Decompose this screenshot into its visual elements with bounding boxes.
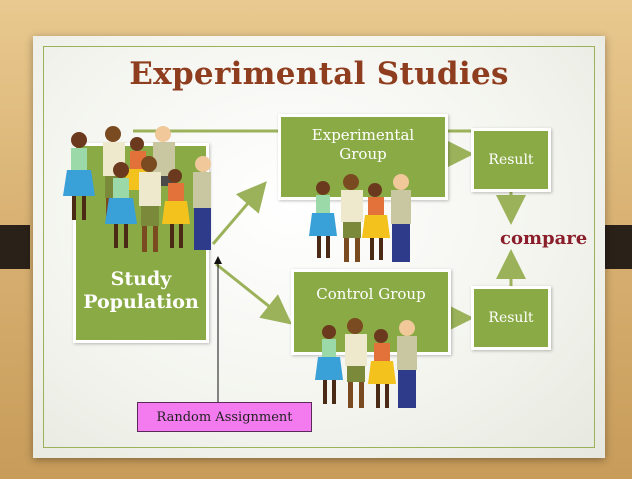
arrow-to-control (215, 262, 293, 325)
person-figure (345, 318, 367, 408)
study-population-line2: Population (83, 291, 199, 313)
control-people-illustration (315, 318, 417, 408)
population-people-illustration (63, 126, 211, 252)
random-assignment-label: Random Assignment (156, 409, 293, 425)
result-box-top: Result (471, 128, 551, 192)
left-binder-tab (0, 225, 30, 269)
person-figure (341, 174, 363, 262)
random-assignment-box: Random Assignment (137, 402, 312, 432)
compare-label: compare (500, 228, 588, 249)
person-figure (63, 132, 95, 220)
person-figure (397, 320, 417, 408)
right-binder-tab (602, 225, 632, 269)
slide-frame (43, 46, 595, 448)
experimental-group-line2: Group (339, 145, 387, 163)
control-group-label: Control Group (316, 285, 426, 303)
person-figure (368, 329, 396, 408)
control-group-box: Control Group (291, 269, 451, 355)
experimental-group-box: Experimental Group (278, 114, 448, 200)
result-box-bottom: Result (471, 286, 551, 350)
person-figure (162, 169, 190, 248)
person-figure (105, 162, 137, 248)
slide: Experimental Studies Study Popu (33, 36, 605, 458)
experimental-people-illustration (309, 174, 411, 262)
study-population-line1: Study (110, 268, 172, 290)
person-figure (315, 325, 343, 404)
arrow-to-experimental (211, 181, 267, 245)
person-figure (391, 174, 411, 262)
result-bottom-label: Result (488, 310, 534, 326)
person-figure (139, 156, 161, 252)
person-figure (362, 183, 390, 260)
person-figure (153, 126, 175, 186)
experimental-group-line1: Experimental (311, 126, 415, 144)
person-figure (309, 181, 337, 258)
result-top-label: Result (488, 152, 534, 168)
person-figure (193, 156, 211, 250)
slide-title: Experimental Studies (129, 56, 509, 92)
